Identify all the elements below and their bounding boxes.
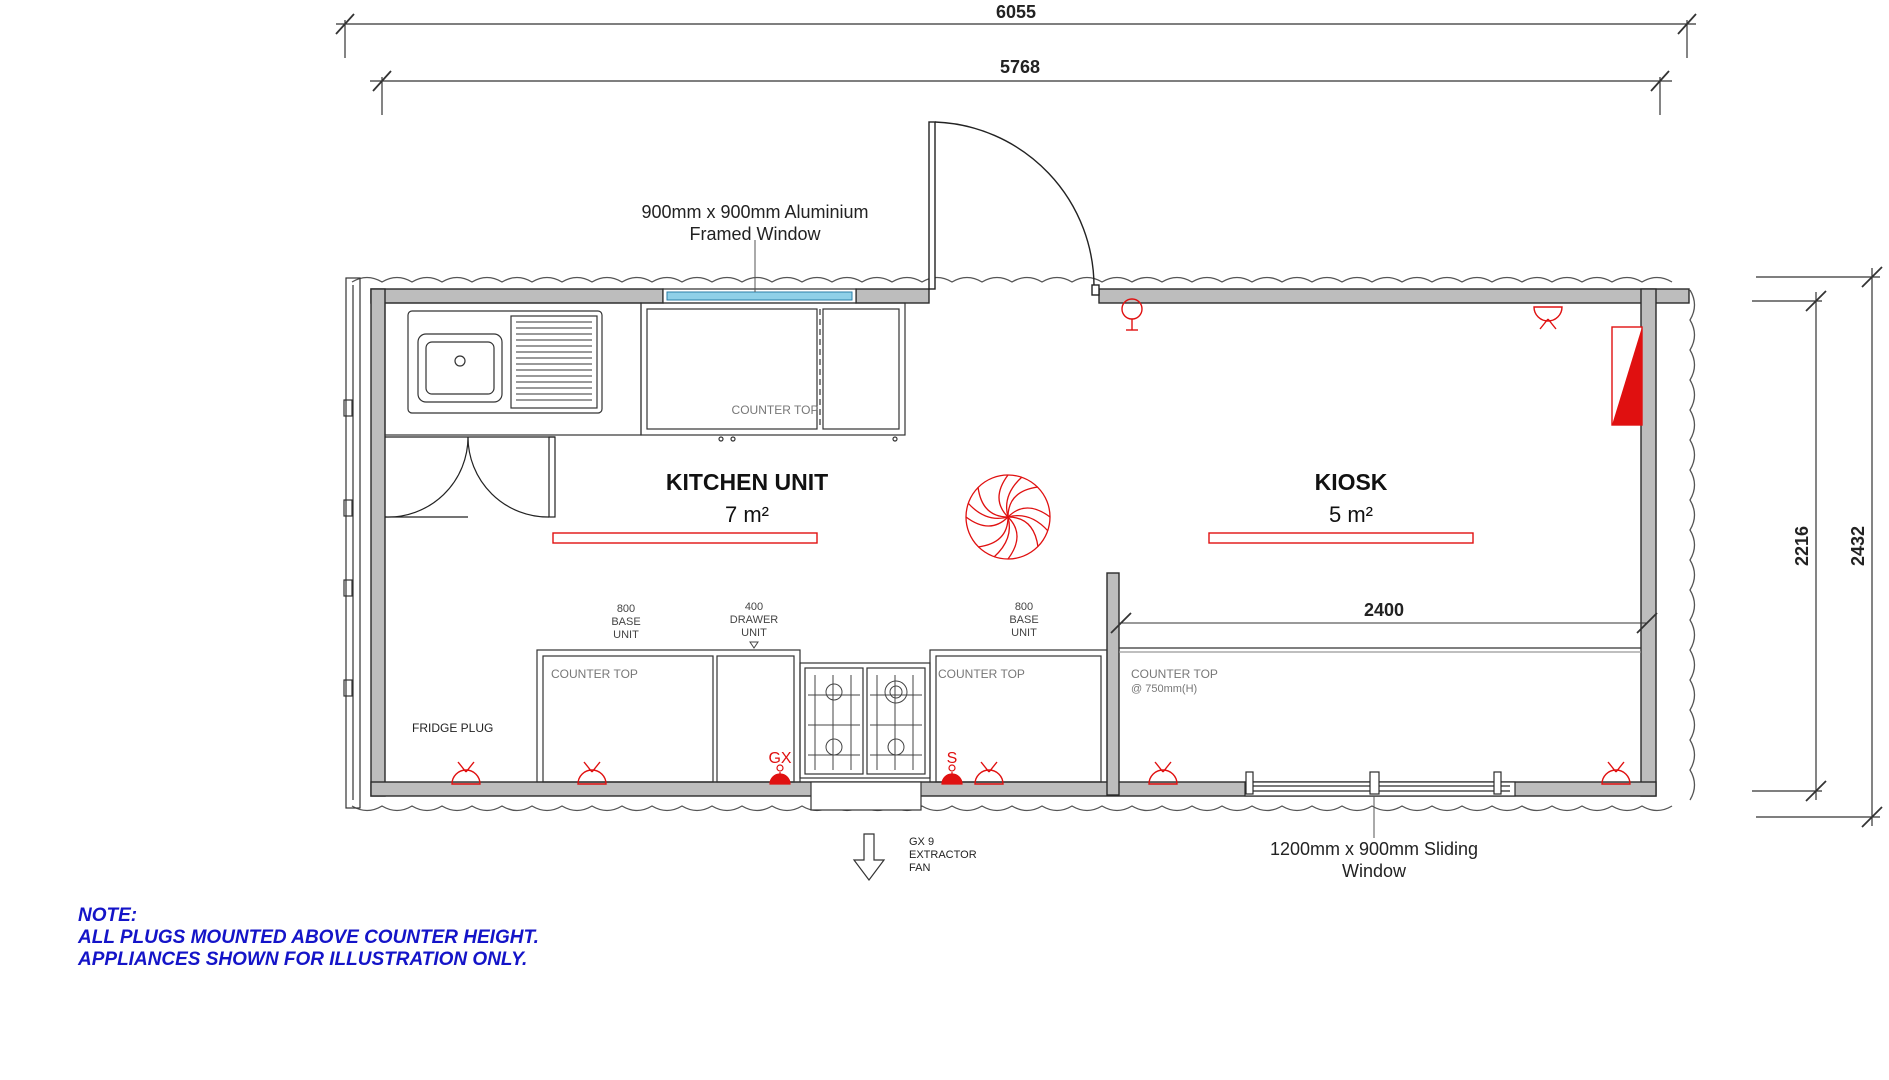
sliding-window bbox=[1244, 771, 1516, 838]
note-title: NOTE: bbox=[78, 905, 138, 926]
dimension-internal-length bbox=[370, 70, 1672, 115]
kiosk-counter-dimension: 2400 bbox=[1364, 600, 1404, 620]
dimension-internal-length-label: 5768 bbox=[1000, 57, 1040, 77]
extractor-fan bbox=[810, 781, 922, 881]
base-unit-right-annotation: 800 BASE UNIT bbox=[1009, 601, 1038, 639]
top-window-label-line2: Framed Window bbox=[689, 224, 821, 244]
container-doors-left bbox=[343, 277, 361, 809]
extractor-line3: FAN bbox=[909, 862, 930, 874]
sink-unit bbox=[384, 302, 642, 436]
sliding-window-label-line2: Window bbox=[1342, 861, 1407, 881]
dimension-internal-width bbox=[1752, 290, 1827, 802]
distribution-board bbox=[1611, 326, 1643, 426]
fridge-plug-label: FRIDGE PLUG bbox=[412, 721, 493, 735]
base-unit-left-line1: 800 bbox=[617, 603, 635, 615]
base-unit-right-line1: 800 bbox=[1015, 601, 1033, 613]
socket-outlets bbox=[451, 298, 1631, 785]
top-window-label-line1: 900mm x 900mm Aluminium bbox=[641, 202, 868, 222]
isolator-switches bbox=[769, 764, 963, 785]
base-unit-right-line3: UNIT bbox=[1011, 627, 1037, 639]
dimension-overall-length-label: 6055 bbox=[996, 2, 1036, 22]
light-fitting-kitchen bbox=[552, 532, 818, 544]
note-line-1: ALL PLUGS MOUNTED ABOVE COUNTER HEIGHT. bbox=[78, 927, 539, 948]
base-unit-right-line2: BASE bbox=[1009, 614, 1038, 626]
bottom-counter-mid-label: COUNTER TOP bbox=[938, 667, 1025, 681]
kitchen-room-area: 7 m² bbox=[725, 502, 769, 527]
dimension-internal-width-label: 2216 bbox=[1792, 526, 1812, 566]
kitchen-room-name: KITCHEN UNIT bbox=[666, 469, 828, 495]
extractor-line2: EXTRACTOR bbox=[909, 849, 977, 861]
bottom-counter-left-label: COUNTER TOP bbox=[551, 667, 638, 681]
kiosk-counter bbox=[1110, 612, 1658, 653]
top-window bbox=[662, 240, 857, 304]
base-unit-left-annotation: 800 BASE UNIT bbox=[611, 603, 640, 641]
kiosk-room-name: KIOSK bbox=[1315, 469, 1388, 495]
dimension-overall-width-label: 2432 bbox=[1848, 526, 1868, 566]
top-counter bbox=[640, 302, 906, 442]
corrugation-right bbox=[1689, 289, 1696, 801]
entry-door bbox=[928, 121, 1100, 296]
extractor-annotation: GX 9 EXTRACTOR FAN bbox=[909, 836, 977, 874]
kiosk-counter-height: @ 750mm(H) bbox=[1131, 683, 1197, 695]
bottom-counters bbox=[536, 649, 1108, 783]
top-counter-label: COUNTER TOP bbox=[732, 403, 819, 417]
sliding-window-label-line1: 1200mm x 900mm Sliding bbox=[1270, 839, 1478, 859]
drawer-unit-line1: 400 bbox=[745, 601, 763, 613]
dimension-overall-width bbox=[1756, 266, 1883, 828]
note-line-2: APPLIANCES SHOWN FOR ILLUSTRATION ONLY. bbox=[78, 949, 528, 970]
note-block: NOTE: ALL PLUGS MOUNTED ABOVE COUNTER HE… bbox=[78, 905, 539, 971]
drawer-unit-line3: UNIT bbox=[741, 627, 767, 639]
pantry-door bbox=[384, 436, 556, 518]
dimension-overall-length bbox=[335, 13, 1697, 58]
sink-drainer-lines bbox=[516, 321, 592, 401]
light-fitting-kiosk bbox=[1208, 532, 1474, 544]
drawer-unit-annotation: 400 DRAWER UNIT bbox=[730, 601, 779, 649]
extractor-line1: GX 9 bbox=[909, 836, 934, 848]
kiosk-counter-label: COUNTER TOP bbox=[1131, 667, 1218, 681]
ceiling-fan-icon bbox=[965, 474, 1051, 560]
gx-label: GX bbox=[768, 750, 791, 767]
corrugation-top bbox=[351, 276, 1673, 283]
drawer-unit-line2: DRAWER bbox=[730, 614, 779, 626]
base-unit-left-line2: BASE bbox=[611, 616, 640, 628]
base-unit-left-line3: UNIT bbox=[613, 629, 639, 641]
corrugation-bottom bbox=[351, 805, 1673, 812]
s-label: S bbox=[947, 750, 958, 767]
kiosk-room-area: 5 m² bbox=[1329, 502, 1373, 527]
hob-icon bbox=[808, 675, 922, 770]
